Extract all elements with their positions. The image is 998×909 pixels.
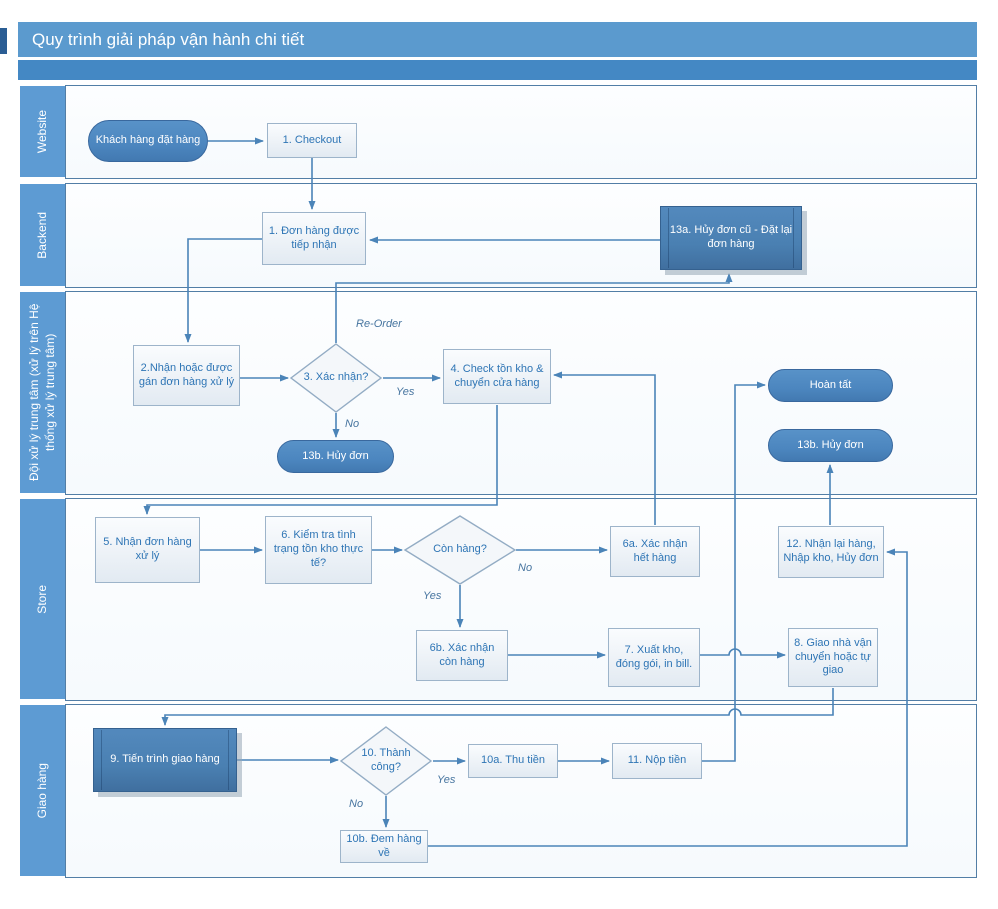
node-pick-pack[interactable]: 7. Xuất kho, đóng gói, in bill. [608, 628, 700, 687]
lane-label-text: Backend [35, 211, 50, 259]
lane-backend [65, 183, 977, 288]
node-check-stock[interactable]: 4. Check tồn kho & chuyển cửa hàng [443, 349, 551, 404]
lane-label-text: Đội xử lý trung tâm (xử lý trên Hệ thống… [27, 303, 58, 482]
title-underline-bar [18, 60, 977, 80]
lane-website [65, 85, 977, 179]
node-customer-order[interactable]: Khách hàng đặt hàng [88, 120, 208, 162]
node-cancel-reorder[interactable]: 13a. Hủy đơn cũ - Đặt lại đơn hàng [660, 206, 802, 270]
node-cancel-13b-right[interactable]: 13b. Hủy đơn [768, 429, 893, 462]
lane-label-text: Store [35, 584, 50, 614]
node-success-decision[interactable]: 10. Thành công? [361, 747, 411, 773]
node-checkout[interactable]: 1. Checkout [267, 123, 357, 158]
lane-label-website: Website [20, 86, 65, 177]
edge-label-confirm-no: No [345, 418, 360, 430]
node-handover-carrier[interactable]: 8. Giao nhà vận chuyển hoặc tự giao [788, 628, 878, 687]
edge-label-instock-no: No [518, 562, 533, 574]
lane-label-text: Giao hàng [35, 762, 50, 819]
node-confirm-decision[interactable]: 3. Xác nhận? [303, 371, 369, 384]
node-complete[interactable]: Hoàn tất [768, 369, 893, 402]
lane-label-central-team: Đội xử lý trung tâm (xử lý trên Hệ thống… [20, 292, 65, 493]
lane-label-text: Website [35, 109, 50, 154]
edge-label-success-no: No [349, 798, 364, 810]
node-submit-money[interactable]: 11. Nộp tiền [612, 743, 702, 779]
node-confirm-in-stock[interactable]: 6b. Xác nhận còn hàng [416, 630, 508, 681]
node-return-stock[interactable]: 12. Nhận lại hàng, Nhập kho, Hủy đơn [778, 526, 884, 578]
lane-label-store: Store [20, 499, 65, 699]
edge-label-reorder: Re-Order [356, 318, 402, 330]
lane-label-delivery: Giao hàng [20, 705, 65, 876]
node-order-received[interactable]: 1. Đơn hàng được tiếp nhận [262, 212, 366, 265]
lane-label-backend: Backend [20, 184, 65, 286]
node-collect-money[interactable]: 10a. Thu tiền [468, 744, 558, 778]
node-cancel-13b-left[interactable]: 13b. Hủy đơn [277, 440, 394, 473]
node-receive-order[interactable]: 5. Nhận đơn hàng xử lý [95, 517, 200, 583]
node-confirm-out-of-stock[interactable]: 6a. Xác nhận hết hàng [610, 526, 700, 577]
node-bring-back[interactable]: 10b. Đem hàng về [340, 830, 428, 863]
node-delivery-process[interactable]: 9. Tiến trình giao hàng [93, 728, 237, 792]
node-in-stock-decision[interactable]: Còn hàng? [433, 543, 487, 556]
edge-label-confirm-yes: Yes [396, 386, 415, 398]
diagram-title: Quy trình giải pháp vận hành chi tiết [18, 22, 977, 57]
edge-label-instock-yes: Yes [423, 590, 442, 602]
edge-label-success-yes: Yes [437, 774, 456, 786]
node-assign-order[interactable]: 2.Nhận hoặc được gán đơn hàng xử lý [133, 345, 240, 406]
node-check-real-stock[interactable]: 6. Kiểm tra tình trạng tồn kho thực tế? [265, 516, 372, 584]
page-edge-notch [0, 28, 7, 54]
